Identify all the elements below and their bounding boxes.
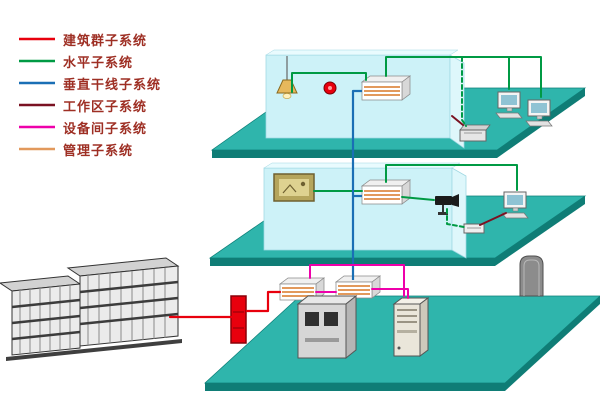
legend-label-horizontal: 水平子系统 [63, 55, 134, 71]
cable-workarea-mid [479, 212, 507, 226]
legend-label-work-area: 工作区子系统 [63, 99, 148, 115]
legend-label-vertical-backbone: 垂直干线子系统 [63, 77, 162, 93]
partition-walls [449, 54, 467, 259]
equipment-room-cables [309, 264, 409, 299]
panel-stripes [364, 86, 400, 96]
legend-label-equipment-room: 设备间子系统 [63, 121, 148, 137]
cable-equip-2 [371, 288, 409, 299]
cable-horizontal-mid-2 [385, 164, 518, 191]
cable-entrance-to-panel [245, 290, 282, 313]
cable-horizontal-top-2 [385, 56, 542, 98]
printer-middle-floor [463, 223, 485, 234]
building-entrance-terminal [230, 295, 247, 344]
cable-horizontal-mid-3 [401, 196, 435, 201]
printer-top-floor [459, 124, 491, 142]
panel-stripes [338, 285, 370, 295]
patch-panel-middle-floor [360, 179, 412, 205]
panel-stripes [364, 190, 400, 200]
workstation-pc-top-2 [525, 99, 553, 127]
legend-label-building-complex: 建筑群子系统 [63, 33, 148, 49]
cable-horizontal-top-1 [291, 72, 367, 93]
building-base [6, 339, 182, 361]
vertical-backbone-cables [351, 89, 362, 280]
cable-horizontal-top-drop [461, 56, 467, 127]
building-complex-cables [168, 290, 282, 319]
legend: 建筑群子系统 水平子系统 垂直干线子系统 工作区子系统 设备间子系统 管理子系统 [18, 32, 162, 159]
cable-workarea-top [451, 115, 464, 126]
patch-panel-top-floor [360, 75, 412, 101]
legend-item-management: 管理子系统 [18, 142, 161, 159]
wall-picture-icon [273, 173, 315, 202]
legend-label-management: 管理子系统 [63, 143, 134, 159]
cable-backbone-riser [351, 89, 362, 280]
fire-alarm-icon [323, 81, 337, 95]
cable-equip-3 [309, 264, 405, 297]
cable-horizontal-mid-drop [446, 208, 465, 228]
campus-building [0, 257, 182, 361]
patch-panel-bottom-2 [334, 275, 382, 299]
workstation-pc-middle [501, 191, 529, 219]
server-tower [392, 297, 430, 357]
legend-item-work-area: 工作区子系统 [18, 98, 161, 115]
equipment-room-door [519, 255, 544, 297]
patch-panel-bottom-1 [278, 277, 326, 301]
legend-item-horizontal: 水平子系统 [18, 54, 161, 71]
workstation-pc-top-1 [495, 91, 523, 119]
work-area-cables [451, 115, 507, 226]
legend-item-building-complex: 建筑群子系统 [18, 32, 161, 49]
main-distribution-cabinet [296, 294, 358, 360]
horizontal-subsystem-cables [291, 56, 542, 228]
legend-item-equipment-room: 设备间子系统 [18, 120, 161, 137]
legend-item-vertical-backbone: 垂直干线子系统 [18, 76, 162, 93]
building-floor-bands [11, 280, 179, 341]
door-inner-line [523, 259, 540, 296]
security-camera-icon [435, 194, 459, 215]
